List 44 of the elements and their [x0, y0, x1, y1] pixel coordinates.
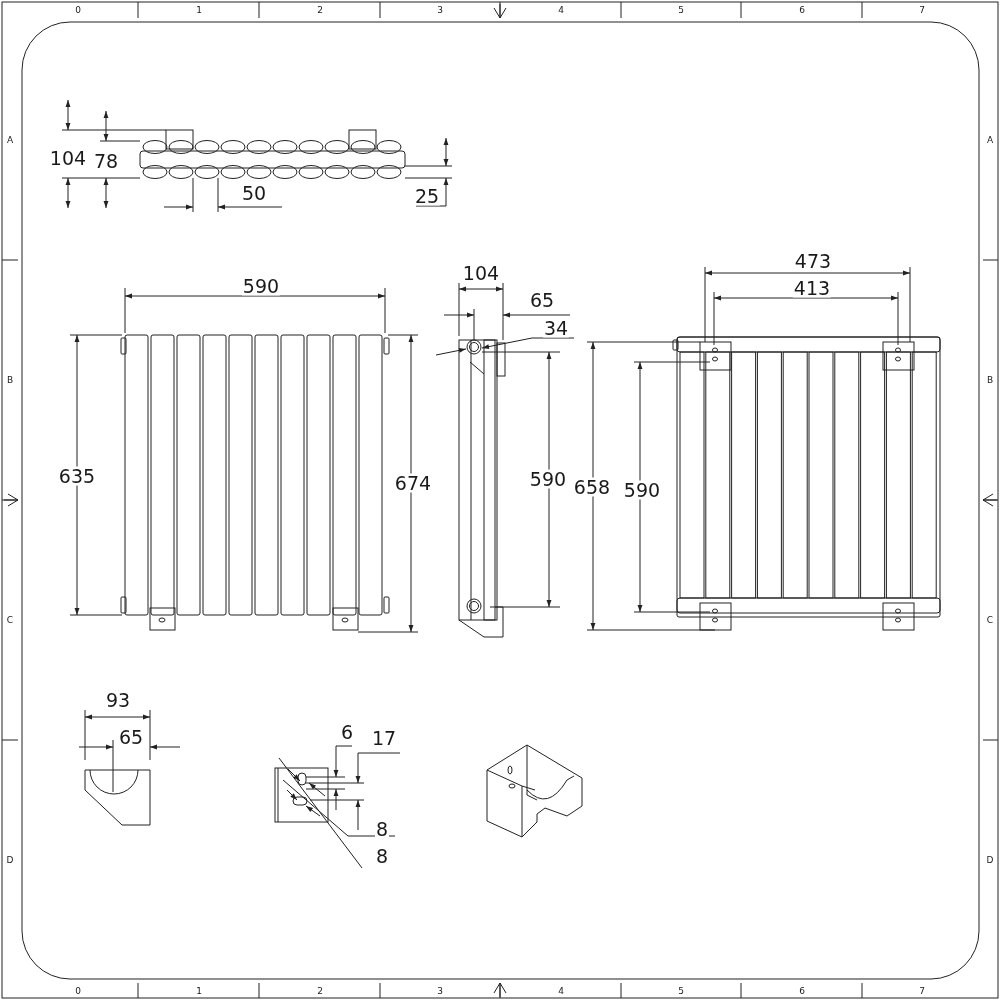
- grid-reference: D: [986, 855, 994, 865]
- dimension-label: 78: [92, 151, 120, 171]
- grid-reference: 0: [75, 5, 81, 15]
- grid-reference: 6: [799, 5, 805, 15]
- grid-reference: 1: [196, 986, 202, 996]
- dimension-label: 104: [461, 263, 501, 283]
- grid-reference: 6: [799, 986, 805, 996]
- grid-reference: 3: [437, 986, 443, 996]
- grid-reference: 7: [919, 986, 925, 996]
- grid-reference: 2: [317, 986, 323, 996]
- dimension-label: 413: [792, 278, 832, 298]
- grid-reference: C: [986, 615, 994, 625]
- grid-reference: 5: [678, 986, 684, 996]
- dimension-label: 25: [413, 186, 441, 206]
- grid-reference: 3: [437, 5, 443, 15]
- dimension-label: 590: [528, 469, 568, 489]
- dimension-label: 65: [528, 290, 556, 310]
- dimension-label: 473: [793, 251, 833, 271]
- grid-reference: 4: [558, 5, 564, 15]
- dimension-label: 65: [117, 727, 145, 747]
- dimension-label: 590: [241, 276, 281, 296]
- grid-reference: 1: [196, 5, 202, 15]
- grid-reference: 7: [919, 5, 925, 15]
- dimension-label: 590: [622, 480, 662, 500]
- dimension-label: 658: [572, 477, 612, 497]
- grid-reference: B: [986, 375, 994, 385]
- grid-reference: 5: [678, 5, 684, 15]
- grid-reference: C: [6, 615, 14, 625]
- grid-reference: B: [6, 375, 14, 385]
- grid-reference: A: [6, 135, 14, 145]
- grid-reference: 0: [75, 986, 81, 996]
- dimension-label: 6: [339, 722, 355, 742]
- grid-reference: 4: [558, 986, 564, 996]
- dimension-label: 635: [57, 466, 97, 486]
- dimension-label: 8: [374, 819, 390, 839]
- dimension-label: 104: [48, 148, 88, 168]
- dimension-label: 34: [542, 318, 570, 338]
- dimension-label: 50: [240, 183, 268, 203]
- dimension-label: 674: [393, 473, 433, 493]
- grid-reference: A: [986, 135, 994, 145]
- dimension-label: 93: [104, 690, 132, 710]
- grid-reference: 2: [317, 5, 323, 15]
- grid-reference: D: [6, 855, 14, 865]
- dimension-label: 8: [374, 846, 390, 866]
